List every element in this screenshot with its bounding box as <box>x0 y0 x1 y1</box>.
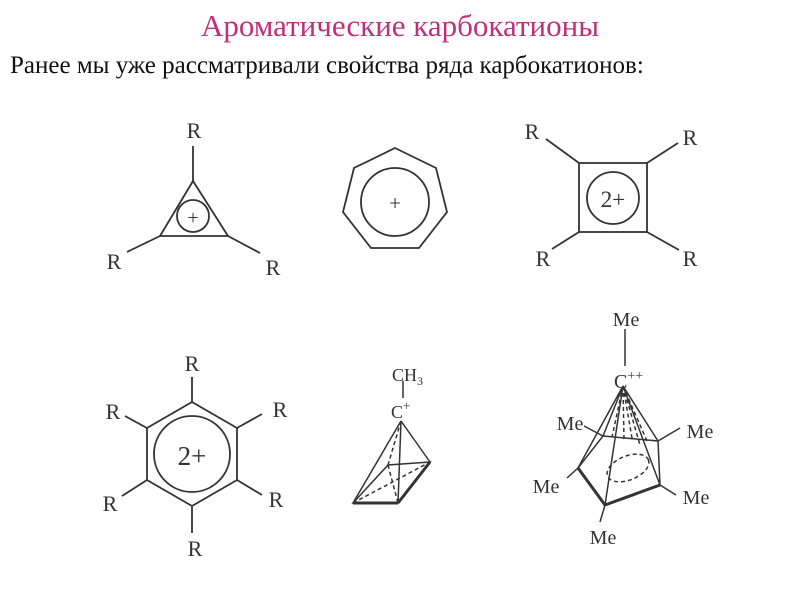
methyl-label: Me <box>613 309 640 331</box>
bond <box>121 479 148 497</box>
bond <box>566 467 579 479</box>
bond <box>659 484 677 496</box>
benzene-dication: 2+ R R R R R R <box>103 351 288 561</box>
bond <box>602 385 624 437</box>
intro-text: Ранее мы уже рассматривали свойства ряда… <box>10 52 644 79</box>
bond <box>646 142 679 164</box>
bond <box>577 385 624 469</box>
charge-label: + <box>187 207 198 229</box>
substituent-label: R <box>273 397 288 422</box>
charge-label: + <box>389 191 401 215</box>
substituent-label: R <box>683 246 698 271</box>
ring-triangle <box>158 179 230 237</box>
bond <box>397 420 402 504</box>
bond <box>236 479 263 496</box>
bond-bold <box>604 483 661 507</box>
apex-carbon-label: C+ <box>391 398 410 422</box>
substituent-label: R <box>269 487 284 512</box>
pyramidal-dication: Me C++ Me Me Me Me Me <box>533 309 714 549</box>
methyl-label: Me <box>557 413 584 435</box>
bond <box>599 504 606 523</box>
apex-carbon-label: C++ <box>614 369 643 393</box>
bond <box>622 385 661 486</box>
bond <box>352 420 402 504</box>
methyl-label: Me <box>687 421 714 443</box>
substituent-label: R <box>536 246 551 271</box>
bond <box>622 385 659 442</box>
bond <box>126 235 161 253</box>
substituent-label: R <box>185 351 200 376</box>
methyl-label: Me <box>533 476 560 498</box>
substituent-label: R <box>107 249 122 274</box>
bond <box>657 427 681 442</box>
ring-square <box>578 162 648 233</box>
bond <box>551 231 580 250</box>
aromatic-circle <box>176 199 210 233</box>
aromatic-circle <box>153 415 231 493</box>
bond <box>227 235 261 254</box>
aromatic-circle <box>586 171 640 225</box>
methyl-label: Me <box>590 527 617 549</box>
substituent-label: R <box>187 118 202 143</box>
tropylium-cation: + <box>342 146 448 249</box>
charge-label: 2+ <box>178 441 207 471</box>
page-title: Ароматические карбокатионы <box>200 8 600 43</box>
bond-dashed <box>622 385 625 441</box>
substituent-label: R <box>266 255 281 280</box>
substituent-label: R <box>106 399 121 424</box>
bond <box>646 231 680 251</box>
bond <box>124 415 148 429</box>
bond-dashed <box>352 461 431 504</box>
cyclobutadiene-dication: 2+ R R R R <box>525 119 698 271</box>
bond <box>545 138 580 164</box>
substituent-label: R <box>103 491 118 516</box>
bond <box>400 420 431 463</box>
charge-label: 2+ <box>601 187 625 212</box>
bond <box>604 385 624 506</box>
methyl-label: CH3 <box>392 365 423 388</box>
substituent-label: R <box>525 119 540 144</box>
cyclopropenyl-cation: + R R R <box>107 118 281 280</box>
bond <box>236 413 263 429</box>
bond-dashed <box>387 420 402 466</box>
substituent-label: R <box>188 536 203 561</box>
bond-dashed <box>622 385 633 439</box>
bond-dashed <box>387 464 399 504</box>
substituent-label: R <box>683 125 698 150</box>
aromatic-ring-dashed <box>606 453 650 483</box>
bond-dashed <box>611 385 624 438</box>
pyramidal-cation: CH3 C+ <box>351 365 432 505</box>
bond-bold <box>576 467 607 506</box>
methyl-label: Me <box>683 487 710 509</box>
bond-bold <box>396 461 432 504</box>
bond-dashed <box>622 385 641 446</box>
bond-dashed <box>622 385 648 442</box>
bond <box>583 425 604 437</box>
ring-heptagon <box>342 146 448 249</box>
aromatic-circle <box>360 167 430 237</box>
